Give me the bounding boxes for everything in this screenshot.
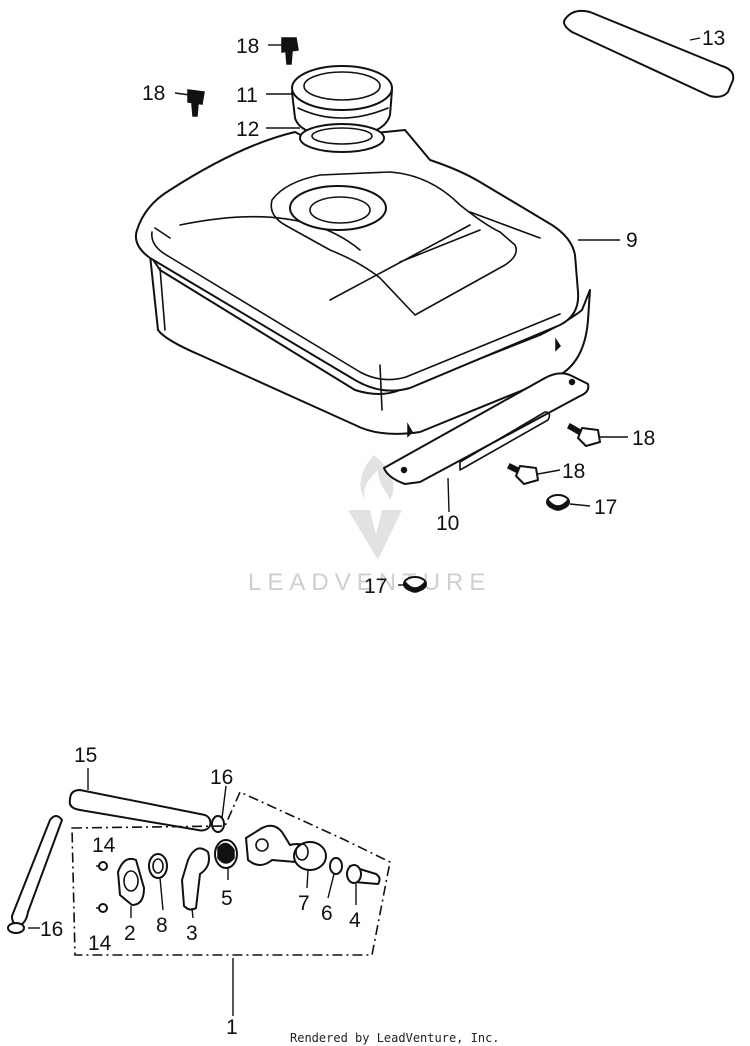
fuel-tank (134, 129, 591, 438)
washer-ring (148, 853, 168, 879)
bolt-left (187, 89, 205, 117)
callout-4: 4 (349, 909, 361, 932)
callout-2: 2 (124, 922, 136, 945)
callout-10: 10 (436, 512, 459, 535)
callout-17-right: 17 (594, 496, 617, 519)
fuel-tube (11, 789, 212, 927)
callout-12: 12 (236, 118, 259, 141)
leader-lines (28, 37, 701, 1016)
callout-18-right-upper: 18 (632, 427, 655, 450)
tube-clip-lower (7, 922, 25, 934)
callout-15: 15 (74, 744, 97, 767)
callout-18-top: 18 (236, 35, 259, 58)
cushion-right (546, 494, 570, 511)
cock-washer (329, 857, 343, 875)
callout-18-right-lower: 18 (562, 460, 585, 483)
screw-upper (96, 861, 108, 871)
callout-8: 8 (156, 914, 168, 937)
callout-14-upper: 14 (92, 834, 116, 857)
gasket-plate (117, 857, 145, 906)
bolt-top (281, 37, 299, 65)
callout-16-upper: 16 (210, 766, 233, 789)
bolt-right-upper (567, 422, 601, 447)
callouts: 18 18 11 12 13 9 18 18 17 10 17 15 16 16… (40, 27, 725, 1039)
watermark: LEADVENTURE (248, 455, 491, 596)
callout-11: 11 (236, 84, 258, 107)
callout-6: 6 (321, 902, 333, 925)
callout-13: 13 (702, 27, 725, 50)
label-plate (563, 9, 735, 98)
screw-lower (96, 903, 108, 913)
callout-14-lower: 14 (88, 932, 112, 955)
callout-5: 5 (221, 887, 233, 910)
tube-clip-upper (211, 815, 225, 833)
fuel-strainer (181, 847, 210, 911)
callout-18-left: 18 (142, 82, 165, 105)
callout-7: 7 (298, 892, 310, 915)
cap-gasket (299, 123, 385, 153)
callout-1: 1 (226, 1016, 238, 1039)
fuel-cock-parts (96, 824, 381, 913)
watermark-text: LEADVENTURE (248, 569, 491, 596)
flame-v-logo-icon (348, 455, 402, 560)
callout-9: 9 (626, 229, 638, 252)
callout-3: 3 (186, 922, 198, 945)
bolt-right-lower (506, 462, 539, 485)
cock-knob (293, 841, 327, 871)
cushion-lower (403, 576, 427, 593)
callout-16-lower: 16 (40, 918, 63, 941)
callout-17-lower: 17 (364, 575, 387, 598)
tank-bracket (383, 372, 590, 485)
footer-credit: Rendered by LeadVenture, Inc. (290, 1031, 500, 1045)
